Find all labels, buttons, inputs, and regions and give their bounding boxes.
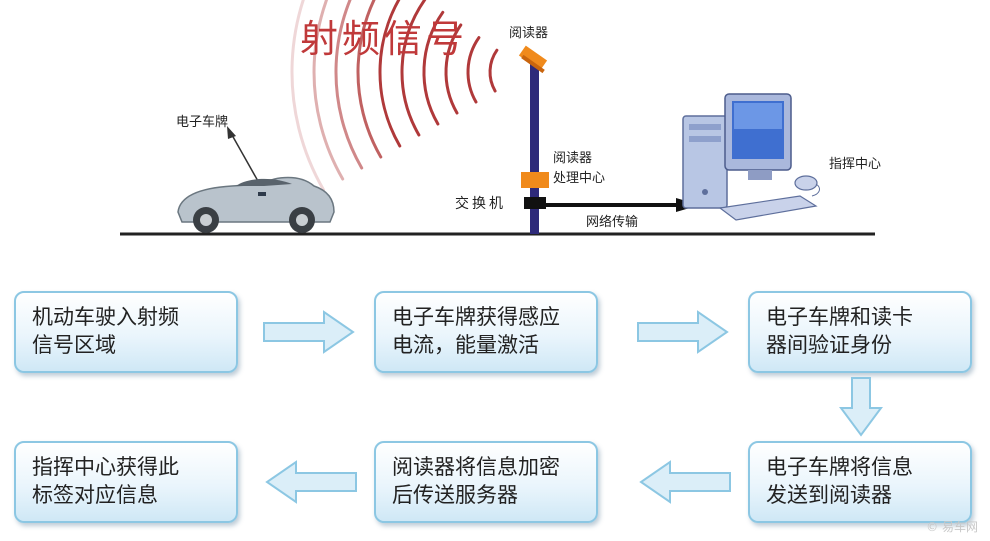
flow-step-4-line2: 发送到阅读器 [766, 483, 892, 507]
signal-arc [466, 36, 481, 104]
flow-step-2-line2: 电流，能量激活 [392, 333, 539, 357]
signal-arc [488, 48, 499, 93]
signal-arc [444, 23, 463, 115]
rf-signal-title: 射频信号 [300, 17, 469, 61]
command-center-label: 指挥中心 [829, 157, 882, 172]
flow-step-5-line1: 阅读器将信息加密 [392, 455, 560, 479]
flow-step-6-line1: 指挥中心获得此 [32, 455, 179, 479]
signal-arc [378, 0, 402, 148]
switch-icon [524, 197, 546, 209]
scene-illustration [120, 0, 875, 236]
flow-step-1: 机动车驶入射频 信号区域 [14, 291, 238, 373]
flow-step-5: 阅读器将信息加密 后传送服务器 [374, 441, 598, 523]
watermark: © 易车网 [926, 520, 978, 534]
flow-step-3-line1: 电子车牌和读卡 [766, 305, 913, 329]
signal-arc [422, 10, 445, 126]
electronic-plate-label: 电子车牌 [176, 115, 229, 130]
processing-center-icon [521, 172, 549, 188]
flow-arrow-down [839, 377, 883, 437]
flow-step-2: 电子车牌获得感应 电流，能量激活 [374, 291, 598, 373]
reader-pole [530, 60, 539, 234]
flow-arrow-left-2 [265, 460, 357, 504]
flow-step-2-line1: 电子车牌获得感应 [392, 305, 560, 329]
network-transmission-label: 网络传输 [586, 215, 639, 230]
flow-step-6: 指挥中心获得此 标签对应信息 [14, 441, 238, 523]
computer-icon [682, 93, 820, 221]
reader-center-label-line1: 阅读器 [553, 151, 593, 166]
flow-arrow-right-2 [637, 310, 729, 354]
signal-waves [290, 0, 499, 192]
car-icon [177, 176, 335, 233]
reader-top-label: 阅读器 [509, 26, 549, 41]
flow-step-4-line1: 电子车牌将信息 [766, 455, 913, 479]
signal-arc [334, 0, 364, 170]
reader-center-label-line2: 处理中心 [553, 171, 606, 186]
switch-label: 交换机 [455, 196, 506, 212]
signal-arc [400, 0, 427, 137]
network-cable-arrow [546, 198, 700, 212]
flow-step-4: 电子车牌将信息 发送到阅读器 [748, 441, 972, 523]
flow-step-3-line2: 器间验证身份 [766, 333, 892, 357]
flow-step-3: 电子车牌和读卡 器间验证身份 [748, 291, 972, 373]
signal-arc [312, 0, 345, 181]
flow-step-1-line2: 信号区域 [32, 333, 116, 357]
flow-step-5-line2: 后传送服务器 [392, 483, 518, 507]
flow-arrow-right-1 [263, 310, 355, 354]
flow-step-1-line1: 机动车驶入射频 [32, 305, 179, 329]
flow-arrow-left-1 [639, 460, 731, 504]
flow-step-6-line2: 标签对应信息 [32, 483, 158, 507]
signal-arc [356, 0, 383, 159]
signal-arc [290, 0, 326, 192]
reader-top-icon [518, 45, 548, 74]
